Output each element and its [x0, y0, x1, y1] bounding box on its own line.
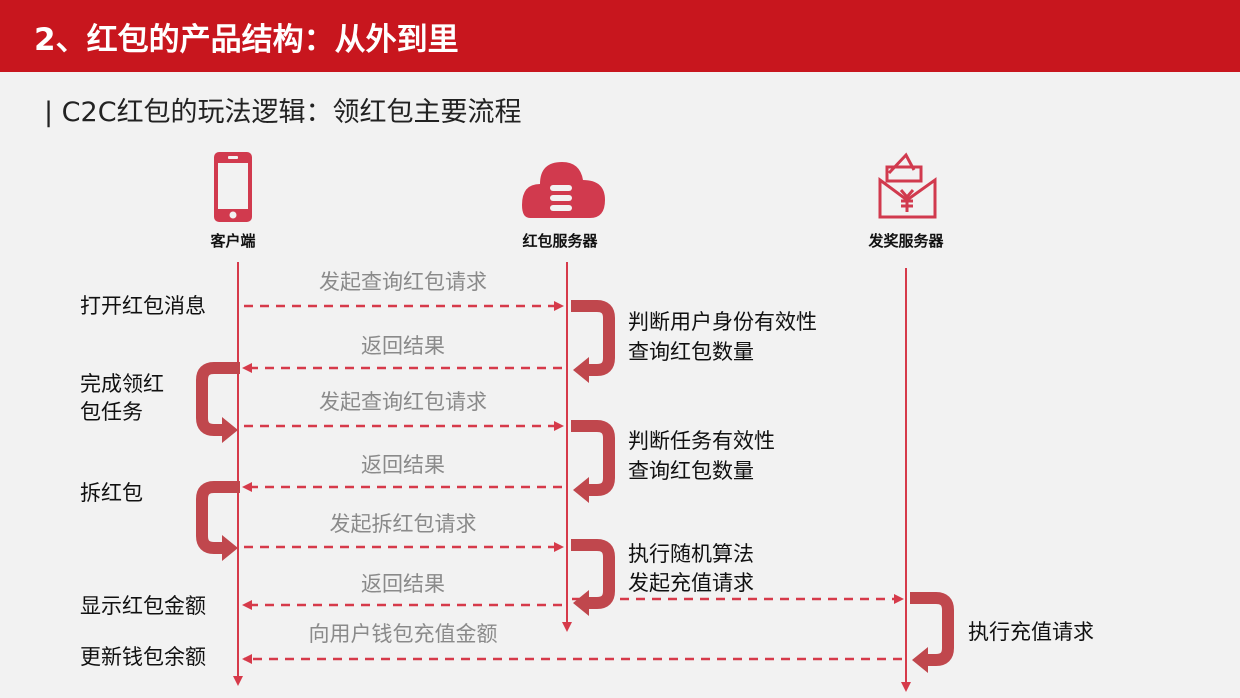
section-subtitle: | C2C红包的玩法逻辑：领红包主要流程: [44, 97, 522, 128]
header-bar: 2、红包的产品结构：从外到里: [0, 0, 1240, 72]
message-label: 返回结果: [361, 453, 445, 477]
client-step: 完成领红: [80, 372, 164, 396]
client-step: 拆红包: [80, 481, 143, 505]
server-step: 查询红包数量: [628, 459, 754, 483]
process-loop-arrowhead: [573, 477, 589, 503]
server-step: 查询红包数量: [628, 340, 754, 364]
page-title: 2、红包的产品结构：从外到里: [34, 22, 459, 58]
process-loop-arrowhead: [222, 535, 238, 561]
process-loop-arrowhead: [573, 590, 589, 616]
process-loop-arrow: [196, 362, 240, 436]
red-envelope-icon: [878, 152, 937, 219]
server-step: 发起充值请求: [628, 571, 754, 595]
client-step: 更新钱包余额: [80, 645, 206, 669]
prize-step: 执行充值请求: [968, 620, 1094, 644]
process-loop-arrow: [910, 592, 954, 666]
message-label: 返回结果: [361, 334, 445, 358]
server-step: 判断用户身份有效性: [628, 310, 817, 334]
actor-client-label: 客户端: [209, 232, 255, 250]
process-loop-arrow: [571, 539, 615, 609]
actor-redpacket-server-label: 红包服务器: [522, 232, 598, 250]
message-label: 发起拆红包请求: [330, 512, 477, 536]
client-step: 包任务: [80, 400, 143, 424]
process-loop-arrow: [571, 300, 615, 376]
smartphone-icon: [214, 152, 252, 222]
client-step: 打开红包消息: [80, 294, 206, 318]
client-step: 显示红包金额: [80, 594, 206, 618]
process-loop-arrow: [571, 420, 615, 496]
message-label: 向用户钱包充值金额: [309, 622, 498, 646]
message-label: 发起查询红包请求: [319, 390, 487, 414]
message-label: 返回结果: [361, 572, 445, 596]
process-loop-arrowhead: [573, 357, 589, 383]
cloud-server-icon: [522, 162, 605, 218]
process-loop-arrowhead: [222, 417, 238, 443]
process-loop-arrow: [196, 481, 240, 554]
process-loop-arrowhead: [912, 647, 928, 673]
server-step: 判断任务有效性: [628, 429, 775, 453]
actor-prize-server-label: 发奖服务器: [867, 232, 944, 250]
server-step: 执行随机算法: [628, 542, 754, 566]
message-label: 发起查询红包请求: [319, 270, 487, 294]
